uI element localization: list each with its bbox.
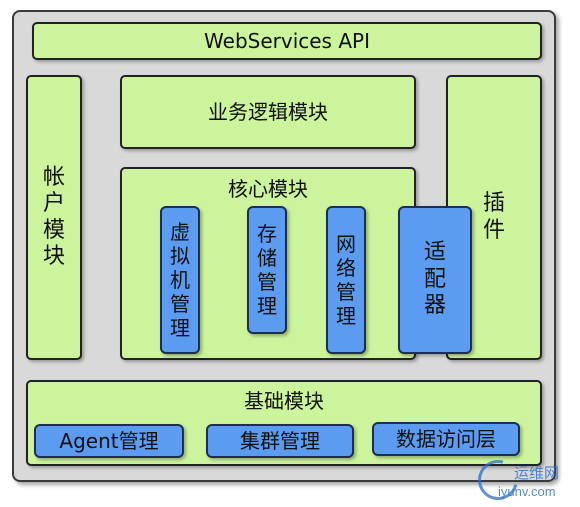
adapter-label: 适配器 — [423, 240, 446, 319]
watermark-en-text: iyunv.com — [498, 484, 556, 499]
agent-management-box: Agent管理 — [34, 424, 184, 458]
business-logic-module-label: 业务逻辑模块 — [208, 100, 328, 124]
vm-management-box: 虚拟机管理 — [160, 206, 200, 354]
watermark-logo: 运维网 iyunv.com — [470, 452, 578, 507]
network-management-box: 网络管理 — [326, 206, 366, 354]
adapter-box: 适配器 — [398, 206, 472, 354]
vm-management-label: 虚拟机管理 — [170, 220, 190, 340]
storage-management-label: 存储管理 — [257, 222, 277, 318]
cluster-management-box: 集群管理 — [206, 424, 354, 458]
data-access-layer-label: 数据访问层 — [396, 427, 496, 451]
webservices-api-box: WebServices API — [32, 22, 542, 60]
network-management-label: 网络管理 — [336, 232, 356, 328]
watermark-cn-text: 运维网 — [514, 464, 560, 482]
webservices-api-label: WebServices API — [204, 29, 370, 53]
cluster-management-label: 集群管理 — [240, 429, 320, 453]
plugin-label: 插件 — [482, 191, 505, 243]
core-module-label: 核心模块 — [228, 177, 308, 201]
storage-management-box: 存储管理 — [247, 206, 287, 334]
data-access-layer-box: 数据访问层 — [372, 422, 520, 456]
base-module-label: 基础模块 — [244, 389, 324, 413]
account-module-box: 帐户模块 — [26, 75, 82, 360]
agent-management-label: Agent管理 — [59, 429, 159, 453]
account-module-label: 帐户模块 — [42, 164, 65, 269]
business-logic-module-box: 业务逻辑模块 — [120, 75, 416, 149]
